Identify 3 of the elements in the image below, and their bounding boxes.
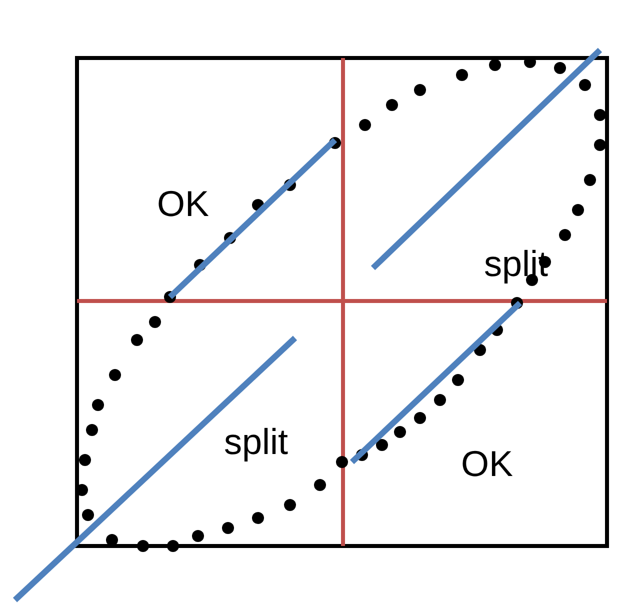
region-label: OK [157, 186, 210, 222]
region-label: OK [461, 446, 514, 482]
region-label: split [224, 424, 288, 460]
